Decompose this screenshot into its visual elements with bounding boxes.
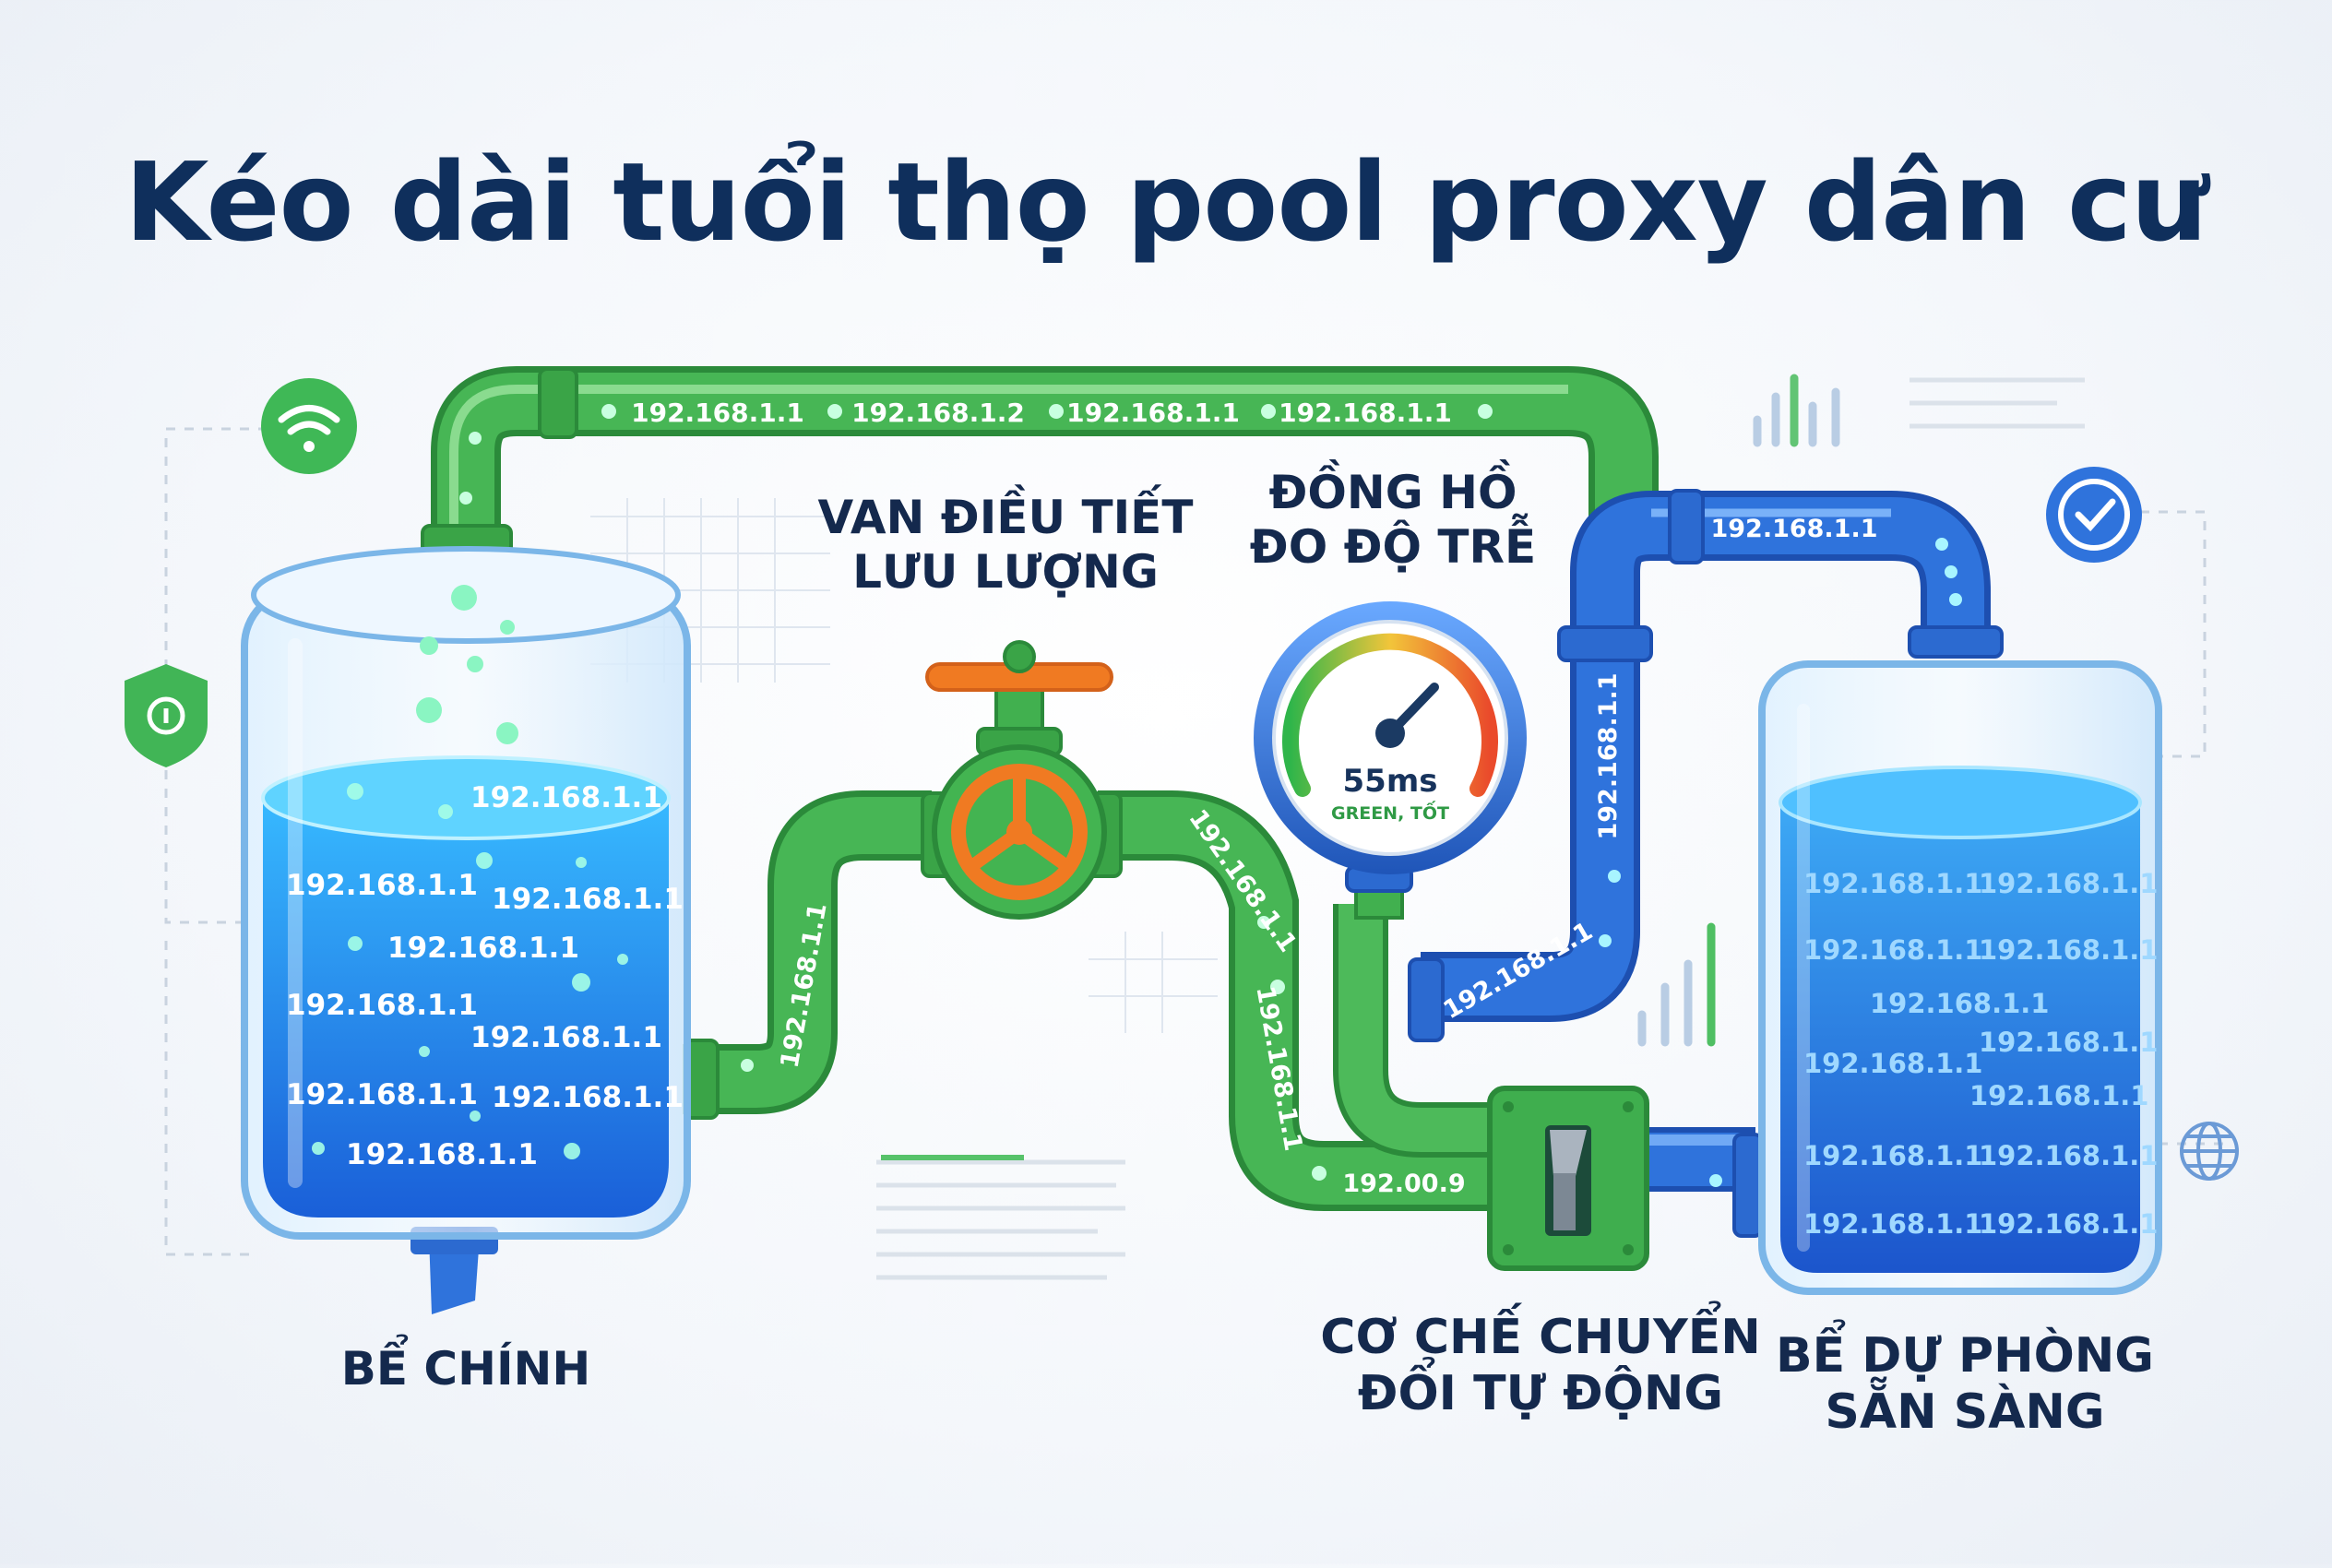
- main-tank-label: BỂ CHÍNH: [295, 1342, 637, 1396]
- pipe-ip-label: 192.168.1.1: [1279, 398, 1452, 428]
- tank-ip-label: 192.168.1.1: [1803, 1140, 1982, 1171]
- shield-icon: [125, 664, 208, 767]
- gauge-value: 55ms: [1343, 763, 1438, 800]
- check-badge-icon: [2046, 467, 2142, 563]
- tank-ip-label: 192.168.1.1: [492, 883, 684, 916]
- tank-ip-label: 192.168.1.1: [1803, 1048, 1982, 1079]
- dashed-connector-lines: [164, 427, 2223, 1256]
- tank-ip-label: 192.168.1.1: [346, 1138, 538, 1171]
- gauge-label-line: ĐỒNG HỒ: [1268, 466, 1517, 519]
- tank-ip-label: 192.168.1.1: [1803, 868, 1982, 899]
- pipe-joint: [1668, 489, 1705, 564]
- gauge-status: GREEN, TỐT: [1331, 800, 1449, 824]
- backup-label-line: SẴN SÀNG: [1825, 1384, 2105, 1441]
- backup-tank-label: BỂ DỰ PHÒNG SẴN SÀNG: [1753, 1328, 2177, 1442]
- wifi-icon: [261, 378, 357, 474]
- gauge-label: ĐỒNG HỒ ĐO ĐỘ TRỄ: [1227, 466, 1559, 575]
- gauge-label-line: ĐO ĐỘ TRỄ: [1249, 520, 1537, 574]
- tank-ip-label: 192.168.1.1: [286, 989, 478, 1022]
- latency-gauge: [1254, 601, 1527, 920]
- page-title: Kéo dài tuổi thọ pool proxy dân cư: [125, 138, 2208, 266]
- tank-outlet: [429, 1236, 480, 1314]
- switch-label: CƠ CHẾ CHUYỂN ĐỔI TỰ ĐỘNG: [1319, 1310, 1762, 1423]
- main-tank-ip-list: 192.168.1.1 192.168.1.1 192.168.1.1 192.…: [286, 781, 684, 1171]
- pipe-ip-label: 192.168.1.1: [1710, 515, 1877, 543]
- toggle-switch-icon: [1545, 1125, 1591, 1236]
- globe-icon: [2180, 1122, 2239, 1181]
- pipe-joint: [1557, 625, 1653, 662]
- gauge-arc: [1282, 633, 1498, 797]
- valve-wheel-icon: [951, 764, 1088, 900]
- pipe-ip-label: 192.168.1.1: [1066, 398, 1240, 428]
- tank-ip-label: 192.168.1.1: [1979, 1208, 2158, 1240]
- tank-ip-label: 192.168.1.1: [492, 1081, 684, 1114]
- decor-lines: [876, 377, 2085, 1280]
- pipe-ip-label: 192.168.1.2: [851, 398, 1025, 428]
- tank-ip-label: 192.168.1.1: [470, 1021, 662, 1054]
- pipe-ip-label: 192.168.1.1: [1594, 672, 1623, 839]
- backup-tank: [1758, 660, 2162, 1295]
- tank-ip-label: 192.168.1.1: [387, 932, 579, 965]
- tank-ip-label: 192.168.1.1: [1870, 988, 2049, 1019]
- tank-ip-label: 192.168.1.1: [1979, 1140, 2158, 1171]
- valve-label-line: LƯU LƯỢNG: [852, 545, 1159, 599]
- flow-valve: [921, 640, 1123, 920]
- blue-pipe-to-backup: [1639, 1127, 1764, 1238]
- backup-tank-ip-list: 192.168.1.1 192.168.1.1 192.168.1.1 192.…: [1803, 868, 2158, 1240]
- tank-ip-label: 192.168.1.1: [1979, 934, 2158, 966]
- tank-ip-label: 192.168.1.1: [1803, 1208, 1982, 1240]
- valve-label: VAN ĐIỀU TIẾT LƯU LƯỢNG: [812, 491, 1199, 600]
- tank-ip-label: 192.168.1.1: [1979, 1027, 2158, 1058]
- main-tank: [241, 546, 691, 1314]
- tank-ip-label: 192.168.1.1: [1969, 1080, 2148, 1111]
- pipe-ip-label: 192.168.1.1: [631, 398, 804, 428]
- main-tank-label-text: BỂ CHÍNH: [340, 1342, 591, 1396]
- tank-ip-label: 192.168.1.1: [1979, 868, 2158, 899]
- bar-chart-icon-2: [1637, 922, 1716, 1047]
- tank-ip-label: 192.168.1.1: [470, 781, 662, 814]
- backup-label-line: BỂ DỰ PHÒNG: [1775, 1328, 2154, 1384]
- switch-label-line: CƠ CHẾ CHUYỂN: [1320, 1310, 1761, 1365]
- pipe-joint: [538, 367, 578, 439]
- tank-ip-label: 192.168.1.1: [286, 869, 478, 902]
- switch-label-line: ĐỔI TỰ ĐỘNG: [1357, 1366, 1724, 1422]
- tank-ip-label: 192.168.1.1: [1803, 934, 1982, 966]
- middle-green-pipe: [683, 790, 1494, 1211]
- tank-ip-label: 192.168.1.1: [286, 1078, 478, 1111]
- pipe-joint: [1408, 957, 1445, 1042]
- bar-chart-icon: [1753, 374, 1840, 447]
- valve-label-line: VAN ĐIỀU TIẾT: [817, 491, 1194, 544]
- auto-switch: [1487, 1086, 1649, 1271]
- pipe-ip-label: 192.00.9: [1342, 1170, 1465, 1198]
- pipe-joint: [1908, 625, 2004, 659]
- blue-pipe: [1408, 489, 2004, 1042]
